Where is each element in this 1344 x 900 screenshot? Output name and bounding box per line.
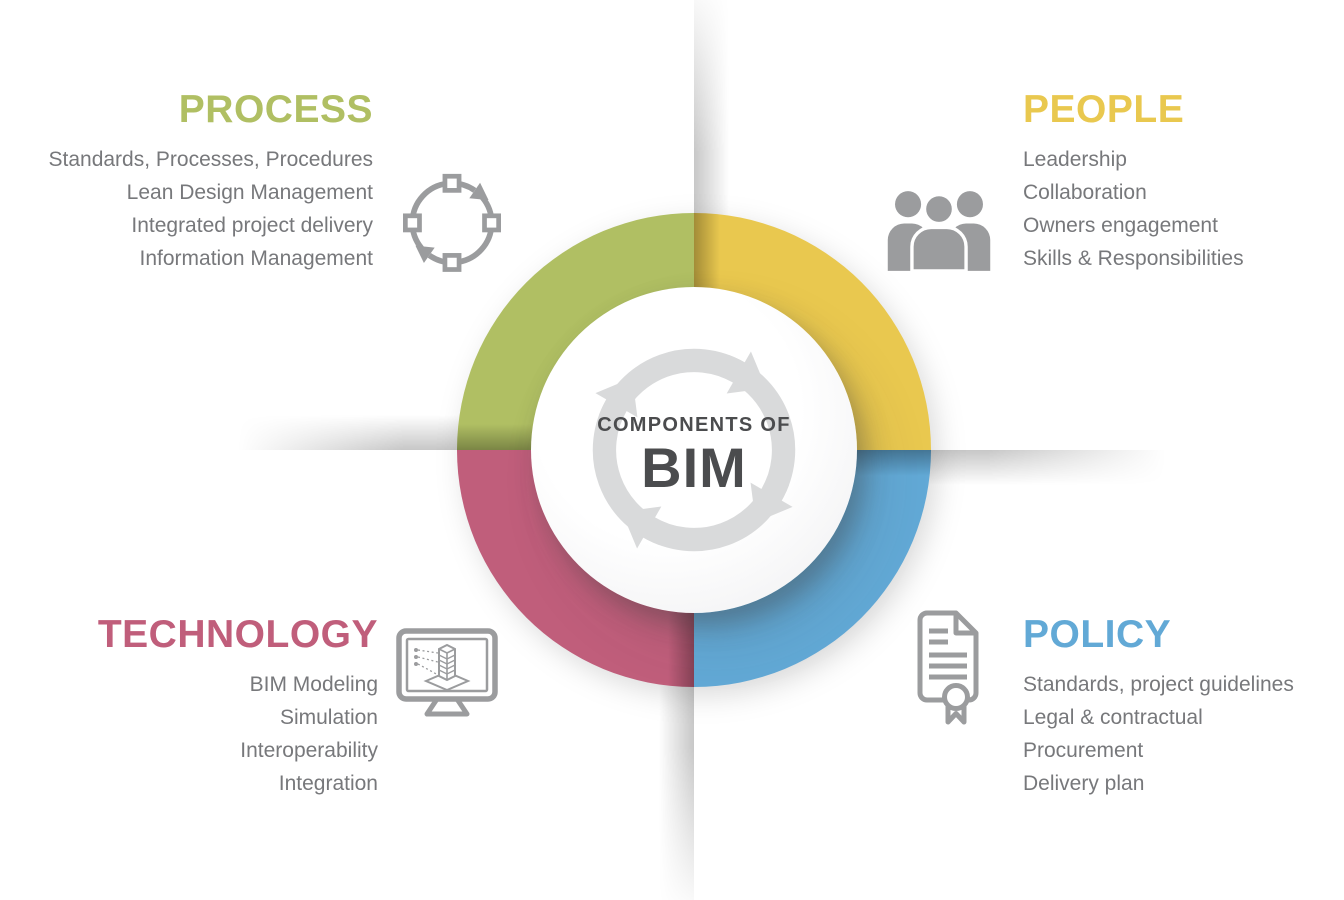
people-item: Skills & Responsibilities (1023, 247, 1244, 270)
policy-list: Standards, project guidelines Legal & co… (1023, 668, 1343, 800)
center-eyebrow: COMPONENTS OF (597, 414, 791, 436)
technology-item: Interoperability (240, 739, 378, 762)
technology-item: Simulation (279, 706, 378, 729)
policy-title: POLICY (1023, 613, 1172, 656)
center-label: COMPONENTS OF BIM (531, 413, 857, 499)
process-title: PROCESS (178, 88, 373, 131)
divider-beam-left (238, 412, 460, 450)
process-item: Standards, Processes, Procedures (48, 148, 374, 171)
people-title: PEOPLE (1023, 88, 1185, 131)
divider-beam-bottom (656, 682, 694, 900)
people-item: Leadership (1023, 148, 1127, 171)
cycle-squares-icon (403, 173, 501, 272)
process-list: Standards, Processes, Procedures Lean De… (20, 143, 374, 275)
center-disc: COMPONENTS OF BIM (531, 287, 857, 613)
technology-title: TECHNOLOGY (97, 613, 378, 656)
technology-item: BIM Modeling (249, 673, 378, 696)
policy-item: Delivery plan (1023, 772, 1145, 795)
policy-item: Legal & contractual (1023, 706, 1203, 729)
process-item: Information Management (139, 247, 373, 270)
monitor-bim-model-icon (396, 628, 498, 717)
policy-item: Procurement (1023, 739, 1144, 762)
cycle-arrows-icon (582, 348, 806, 562)
people-item: Collaboration (1023, 181, 1147, 204)
process-item: Integrated project delivery (131, 214, 373, 237)
technology-list: BIM Modeling Simulation Interoperability… (22, 668, 378, 800)
people-item: Owners engagement (1023, 214, 1218, 237)
policy-item: Standards, project guidelines (1023, 673, 1294, 696)
divider-beam-top (694, 0, 732, 218)
process-item: Lean Design Management (126, 181, 373, 204)
divider-beam-right (928, 450, 1166, 488)
certificate-document-icon (917, 610, 979, 725)
technology-item: Integration (278, 772, 378, 795)
center-title: BIM (641, 436, 747, 499)
people-list: Leadership Collaboration Owners engageme… (1023, 143, 1333, 275)
people-group-icon (887, 191, 991, 271)
